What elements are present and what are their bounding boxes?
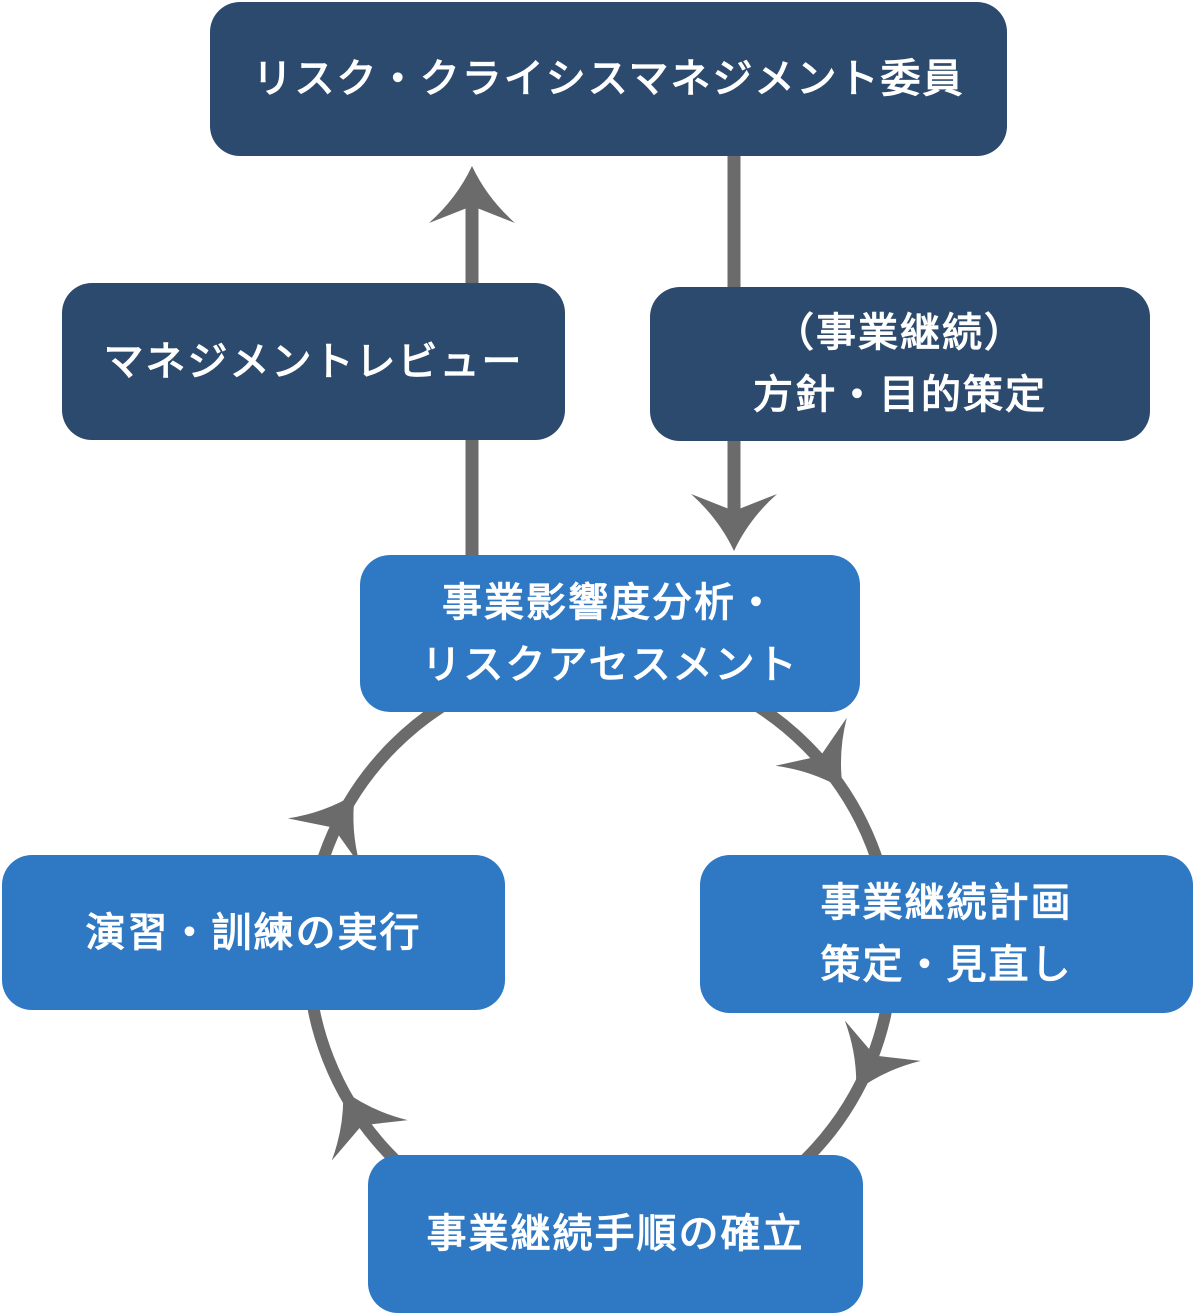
node-label: リスク・クライシスマネジメント委員	[252, 56, 965, 102]
cycle-arrowhead-to-procedures	[818, 1020, 921, 1112]
node-label: 演習・訓練の実行	[85, 909, 422, 956]
node-label-line2: 策定・見直し	[820, 942, 1073, 988]
node-risk-crisis-committee: リスク・クライシスマネジメント委員	[210, 2, 1007, 156]
node-label: マネジメントレビュー	[103, 338, 524, 385]
node-label-line1: 事業継続計画	[820, 880, 1073, 926]
node-procedures-establishment: 事業継続手順の確立	[368, 1155, 863, 1313]
node-bcp-formulation: 事業継続計画 策定・見直し	[700, 855, 1193, 1013]
cycle-arrowhead-to-training	[305, 1069, 408, 1161]
node-label-line2: リスクアセスメント	[421, 641, 799, 688]
node-bia-risk-assessment: 事業影響度分析・ リスクアセスメント	[360, 555, 860, 712]
node-label: 事業継続手順の確立	[426, 1211, 805, 1257]
node-policy-objectives: （事業継続） 方針・目的策定	[650, 287, 1150, 441]
node-training-execution: 演習・訓練の実行	[2, 855, 505, 1010]
node-management-review: マネジメントレビュー	[62, 283, 565, 440]
node-label-line1: 事業影響度分析・	[442, 579, 778, 626]
node-label-line2: 方針・目的策定	[753, 372, 1047, 418]
cycle-arrowhead-to-bia	[287, 770, 392, 866]
node-label-line1: （事業継続）	[774, 310, 1026, 356]
